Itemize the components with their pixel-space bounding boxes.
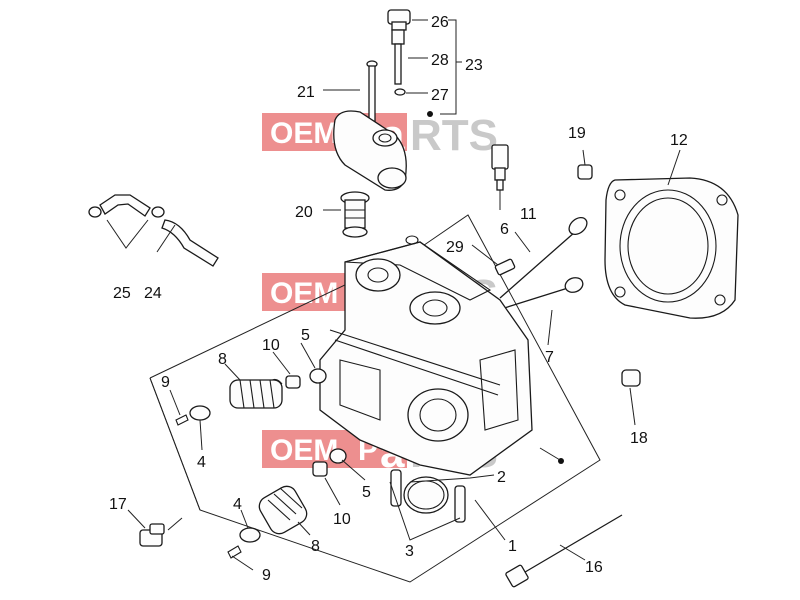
callout-2: 2 [497, 469, 506, 486]
callout-labels: 26 28 23 21 27 19 12 20 11 6 29 25 24 5 … [109, 14, 688, 584]
part-8-valve-spring-upper [229, 378, 283, 409]
part-6-valve [499, 216, 588, 299]
callout-9-lower: 9 [262, 567, 271, 584]
callout-1: 1 [508, 538, 517, 555]
part-9-collet-lower [227, 545, 242, 559]
part-7-valve [497, 277, 584, 311]
callout-12: 12 [670, 132, 688, 149]
leader-dot-icon [427, 111, 433, 117]
part-3-oring [403, 476, 449, 514]
watermark-brand-left: OEM [270, 117, 338, 150]
leader-lines [106, 19, 681, 571]
callout-29: 29 [446, 239, 464, 256]
part-4-retainer-upper [189, 405, 211, 421]
callout-7: 7 [545, 349, 554, 366]
part-17-plug [139, 523, 165, 547]
part-24-hose [161, 219, 219, 267]
callout-3: 3 [405, 543, 414, 560]
callout-20: 20 [295, 204, 313, 221]
callout-10-upper: 10 [262, 337, 280, 354]
callout-23: 23 [465, 57, 483, 74]
part-27-washer [394, 88, 406, 96]
part-26-cap [387, 9, 411, 31]
callout-8-lower: 8 [311, 538, 320, 555]
callout-18: 18 [630, 430, 648, 447]
callout-6: 6 [500, 221, 509, 238]
part-10-valve-seal-lower [312, 461, 328, 477]
callout-5-lower: 5 [362, 484, 371, 501]
part-18-dowel [621, 369, 641, 387]
part-16-bolt [505, 514, 623, 588]
callout-19: 19 [568, 125, 586, 142]
cylinder-head [319, 235, 533, 476]
callout-5-upper: 5 [301, 327, 310, 344]
callout-8-upper: 8 [218, 351, 227, 368]
part-29-stud [494, 258, 516, 276]
part-25-hose-fitting [88, 194, 165, 218]
callout-26: 26 [431, 14, 449, 31]
callout-27: 27 [431, 87, 449, 104]
callout-17: 17 [109, 496, 127, 513]
watermark-brand-right: RTS [410, 111, 498, 160]
callout-25: 25 [113, 285, 131, 302]
part-21-screw [366, 60, 378, 127]
part-4-retainer-lower [239, 527, 261, 543]
callout-21: 21 [297, 84, 315, 101]
callout-9-upper: 9 [161, 374, 170, 391]
part-9-collet-upper [175, 414, 189, 426]
callout-11: 11 [520, 206, 537, 223]
callout-10-lower: 10 [333, 511, 351, 528]
callout-24: 24 [144, 285, 162, 302]
callout-4-lower: 4 [233, 496, 242, 513]
watermark-top: OEM P a RTS [262, 111, 498, 160]
part-5-spring-seat-upper [309, 368, 327, 384]
part-2-dowel-pin-b [454, 485, 466, 523]
part-19-dowel [577, 164, 593, 180]
leader-dot-icon [558, 458, 564, 464]
part-10-valve-seal-upper [285, 375, 301, 389]
part-8-valve-spring-lower [258, 485, 308, 535]
watermark-brand-left: OEM [270, 434, 338, 467]
part-28-sensor [391, 29, 405, 85]
thermostat-housing [333, 110, 407, 191]
part-11-temp-sensor [491, 144, 509, 191]
part-2-dowel-pin-a [390, 469, 402, 507]
callout-16: 16 [585, 559, 603, 576]
callout-28: 28 [431, 52, 449, 69]
part-12-head-gasket [604, 177, 739, 319]
part-20-thermostat [340, 191, 370, 238]
callout-4-upper: 4 [197, 454, 206, 471]
part-5-spring-seat-lower [329, 448, 347, 464]
